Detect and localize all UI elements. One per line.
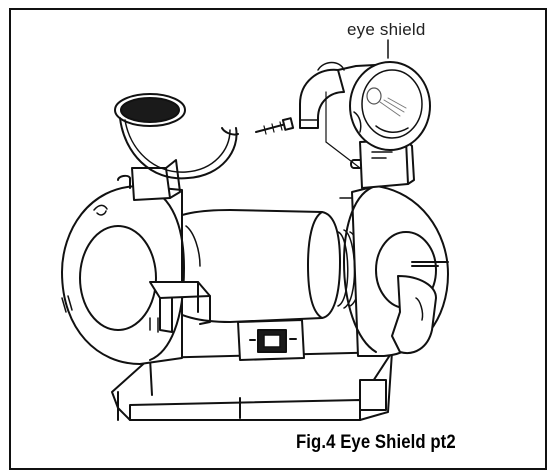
- left-shield-assembly: [114, 93, 239, 201]
- eye-shield-callout: eye shield: [347, 20, 426, 39]
- left-tool-rest: [149, 281, 211, 333]
- eye-shield-part: [299, 61, 431, 151]
- mounting-screw: [255, 117, 295, 135]
- left-wheel-guard: [61, 185, 185, 365]
- power-switch: [237, 319, 305, 361]
- assembly-guide-line: [325, 91, 361, 169]
- right-tool-rest: [391, 261, 449, 354]
- grinder-base: [111, 351, 393, 421]
- figure-caption: Fig.4 Eye Shield pt2: [296, 432, 456, 453]
- motor-housing: [169, 209, 341, 323]
